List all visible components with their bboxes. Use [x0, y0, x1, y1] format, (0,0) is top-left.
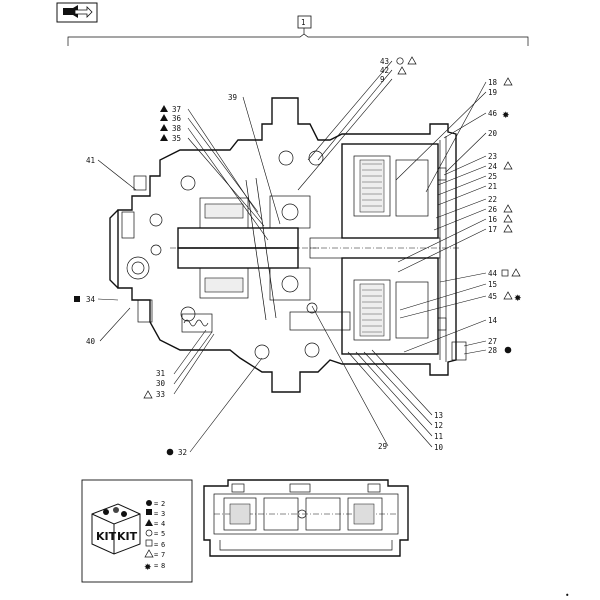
callout-37: 37	[172, 105, 181, 114]
callout-41: 41	[86, 156, 95, 165]
triangle-filled-icon	[160, 124, 168, 131]
square-open-icon	[145, 539, 153, 547]
svg-text:=: =	[154, 520, 158, 528]
svg-text:2: 2	[161, 500, 165, 508]
square-open-icon	[501, 269, 509, 277]
callout-28: 28	[488, 346, 498, 355]
callout-20: 20	[488, 129, 498, 138]
triangle-filled-icon	[160, 134, 168, 141]
triangle-open-icon	[503, 77, 513, 86]
callout-35: 35	[172, 134, 181, 143]
callout-10: 10	[434, 443, 444, 452]
assembly-ref-label: 1	[301, 18, 306, 27]
callout-19: 19	[488, 88, 497, 97]
circle-open-icon	[145, 529, 153, 537]
svg-text:6: 6	[161, 541, 165, 549]
star-filled-icon: ✸	[514, 294, 522, 304]
callout-30: 30	[156, 379, 166, 388]
triangle-filled-icon	[160, 114, 168, 121]
circle-open-icon	[396, 57, 404, 65]
callout-46: 46	[488, 109, 498, 118]
callout-17: 17	[488, 225, 497, 234]
callout-16: 16	[488, 215, 498, 224]
star-filled-icon: ✸	[144, 563, 152, 573]
cross-section-thumbnail	[203, 479, 409, 557]
svg-text:=: =	[154, 510, 158, 518]
star-filled-icon: ✸	[502, 111, 510, 121]
svg-text:7: 7	[161, 551, 165, 559]
main-assembly-drawing	[109, 97, 467, 393]
callout-27: 27	[488, 337, 497, 346]
book-arrow-icon[interactable]	[56, 2, 98, 23]
callout-33: 33	[156, 390, 165, 399]
svg-text:3: 3	[161, 510, 165, 518]
triangle-open-icon	[503, 291, 513, 300]
assembly-bracket: 1	[67, 15, 529, 46]
callout-45: 45	[488, 292, 497, 301]
kit-word-left: KIT	[96, 530, 117, 543]
triangle-open-icon	[143, 390, 153, 399]
callout-40: 40	[86, 337, 96, 346]
svg-text:=: =	[154, 551, 158, 559]
callout-9: 9	[380, 75, 385, 84]
callout-24: 24	[488, 162, 498, 171]
circle-filled-icon	[504, 346, 512, 354]
callout-34: 34	[86, 295, 96, 304]
circle-filled-icon	[166, 448, 174, 456]
kit-word-right: KIT	[117, 530, 138, 543]
callout-29: 29	[378, 442, 387, 451]
triangle-open-icon	[407, 56, 417, 65]
callout-26: 26	[488, 205, 498, 214]
callout-36: 36	[172, 114, 182, 123]
callout-15: 15	[488, 280, 497, 289]
triangle-open-icon	[503, 224, 513, 233]
triangle-open-icon	[144, 549, 154, 558]
kit-box-icon: KIT KIT	[91, 503, 141, 555]
callout-12: 12	[434, 421, 443, 430]
callout-43: 43	[380, 57, 389, 66]
circle-filled-icon	[146, 500, 152, 506]
leader-lines	[97, 60, 487, 453]
callout-38: 38	[172, 124, 182, 133]
callout-39: 39	[228, 93, 237, 102]
callout-18: 18	[488, 78, 498, 87]
corner-mark: •	[565, 591, 570, 600]
callouts-left-top: 43 42 9 39 37 36 38 35 41 34 40 31 30 33…	[74, 56, 417, 457]
callout-32: 32	[178, 448, 187, 457]
callout-44: 44	[488, 269, 498, 278]
svg-text:4: 4	[161, 520, 165, 528]
kit-legend: KIT KIT = 2 = 3 = 4 = 5 = 6 = 7 ✸ = 8	[81, 479, 193, 583]
callout-23: 23	[488, 152, 497, 161]
callout-22: 22	[488, 195, 497, 204]
callout-31: 31	[156, 369, 165, 378]
svg-text:=: =	[154, 500, 158, 508]
callout-42: 42	[380, 66, 389, 75]
svg-text:=: =	[154, 541, 158, 549]
svg-text:8: 8	[161, 562, 165, 570]
callout-25: 25	[488, 172, 497, 181]
triangle-open-icon	[503, 161, 513, 170]
triangle-filled-icon	[160, 105, 168, 112]
triangle-filled-icon	[145, 519, 153, 526]
callout-13: 13	[434, 411, 443, 420]
triangle-open-icon	[503, 214, 513, 223]
svg-text:=: =	[154, 562, 158, 570]
triangle-open-icon	[397, 66, 407, 75]
callout-21: 21	[488, 182, 497, 191]
triangle-open-icon	[511, 268, 521, 277]
callout-14: 14	[488, 316, 498, 325]
square-filled-icon	[146, 509, 152, 515]
callouts-right: 18 19 46 ✸ 20 23 24 25 21 22 26 16 17 44…	[378, 77, 522, 452]
callout-11: 11	[434, 432, 443, 441]
svg-text:5: 5	[161, 530, 165, 538]
svg-text:=: =	[154, 530, 158, 538]
square-filled-icon	[74, 296, 80, 302]
triangle-open-icon	[503, 204, 513, 213]
